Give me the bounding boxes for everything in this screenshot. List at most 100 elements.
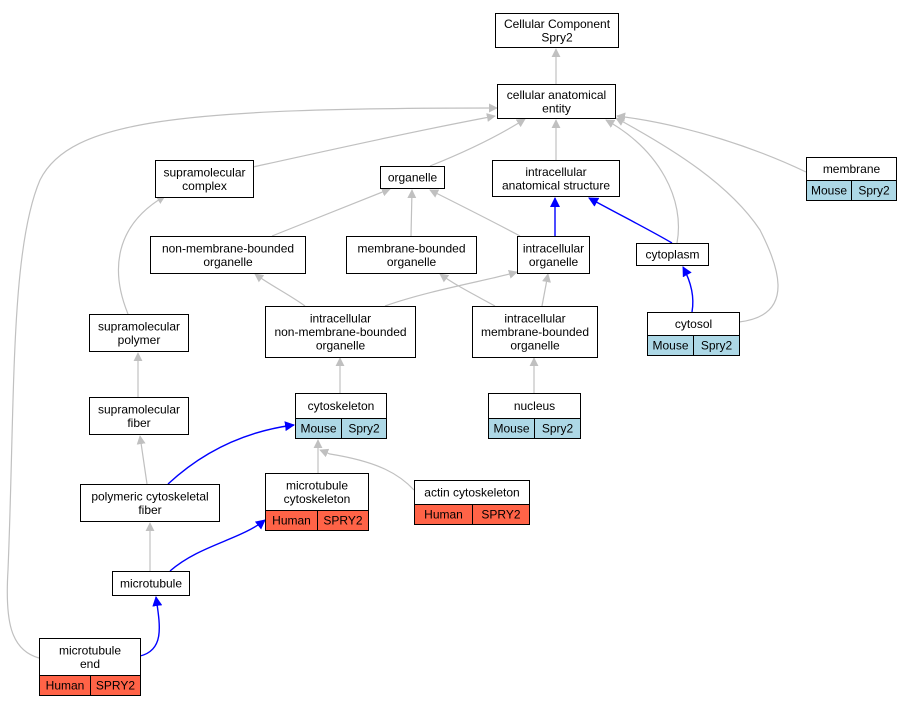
node-label-line: organelle <box>510 339 560 353</box>
gene-label: Spry2 <box>701 339 733 353</box>
species-label: Human <box>46 679 85 693</box>
gene-label: Spry2 <box>858 184 890 198</box>
edge-polymeric-cytoskeletal-fiber-to-cytoskeleton <box>167 421 295 485</box>
node-box <box>89 314 189 352</box>
node-label-line: entity <box>542 101 571 115</box>
node-label-line: cytoskeleton <box>284 492 351 506</box>
node-label-line: non-membrane-bounded <box>274 325 406 339</box>
node-label-line: membrane <box>823 162 881 176</box>
node-label-line: intracellular <box>525 165 586 179</box>
gene-cell <box>341 418 387 439</box>
node-label-line: organelle <box>388 171 438 185</box>
edge-organelle-to-cellular-anatomical-entity <box>429 118 526 167</box>
edge-cytoplasm-to-intracellular-anatomical-structure <box>588 197 673 244</box>
node-label-line: organelle <box>316 339 366 353</box>
gene-cell <box>90 675 141 696</box>
node-label-line: microtubule <box>59 643 121 657</box>
edge-actin-cytoskeleton-to-cytoskeleton <box>319 448 415 491</box>
node-organelle[interactable]: organelle <box>380 166 445 189</box>
node-box <box>517 236 590 274</box>
species-label: Mouse <box>300 422 336 436</box>
gene-cell <box>472 504 530 525</box>
node-intracellular-non-membrane-bounded-organelle[interactable]: intracellularnon-membrane-boundedorganel… <box>265 306 416 358</box>
node-label-line: cytoplasm <box>645 248 699 262</box>
node-label-line: supramolecular <box>98 319 180 333</box>
node-label-line: membrane-bounded <box>481 325 589 339</box>
edge-microtubule-end-to-microtubule <box>139 596 163 657</box>
node-label-line: Cellular Component <box>504 17 611 31</box>
species-label: Mouse <box>811 184 847 198</box>
gene-label: SPRY2 <box>481 508 520 522</box>
node-label-line: complex <box>182 179 227 193</box>
node-box <box>495 13 619 48</box>
node-label-line: intracellular <box>310 312 371 326</box>
node-label-line: Spry2 <box>541 30 573 44</box>
node-label-line: supramolecular <box>163 165 245 179</box>
gene-label: Spry2 <box>348 422 380 436</box>
edge-microtubule-to-microtubule-cytoskeleton <box>169 519 266 572</box>
node-box <box>155 160 254 198</box>
node-box <box>472 306 598 358</box>
edge-non-membrane-bounded-organelle-to-organelle <box>271 187 391 237</box>
edges-layer <box>6 48 807 659</box>
node-label-line: organelle <box>387 255 437 269</box>
edge-supramolecular-complex-to-cellular-anatomical-entity <box>252 113 496 168</box>
edge-intracellular-non-membrane-bounded-organelle-to-non-membrane-bounded-organelle <box>254 273 306 307</box>
edge-membrane-bounded-organelle-to-organelle <box>407 189 417 237</box>
edge-supramolecular-polymer-to-supramolecular-complex <box>117 195 166 315</box>
node-label-line: non-membrane-bounded <box>162 241 294 255</box>
node-label-line: microtubule <box>286 478 348 492</box>
edge-intracellular-membrane-bounded-organelle-to-intracellular-organelle <box>541 273 551 307</box>
gene-label: Spry2 <box>542 422 574 436</box>
node-label-line: organelle <box>203 255 253 269</box>
node-box <box>497 84 616 119</box>
node-microtubule[interactable]: microtubule <box>112 571 190 596</box>
node-label-line: fiber <box>138 503 161 517</box>
node-label-line: polymer <box>118 333 161 347</box>
node-label-line: actin cytoskeleton <box>424 486 519 500</box>
node-cytoplasm[interactable]: cytoplasm <box>636 243 709 266</box>
gene-label: SPRY2 <box>96 679 135 693</box>
node-label-line: cellular anatomical <box>507 88 606 102</box>
species-label: Mouse <box>493 422 529 436</box>
node-label-line: anatomical structure <box>502 178 610 192</box>
edge-cytosol-to-cytoplasm <box>682 266 694 313</box>
gene-cell <box>534 418 581 439</box>
node-label-line: organelle <box>529 255 579 269</box>
edge-cytosol-to-cellular-anatomical-entity <box>615 117 779 323</box>
node-box <box>265 306 416 358</box>
species-label: Mouse <box>652 339 688 353</box>
node-box <box>636 243 709 266</box>
edge-intracellular-organelle-to-organelle <box>429 189 521 237</box>
node-box <box>150 236 306 274</box>
node-box <box>346 236 477 274</box>
species-label: Human <box>424 508 463 522</box>
node-label-line: cytosol <box>675 317 712 331</box>
edge-membrane-to-cellular-anatomical-entity <box>616 112 807 173</box>
node-box <box>80 484 220 522</box>
gene-cell <box>317 510 369 531</box>
species-label: Human <box>272 514 311 528</box>
edge-cytoplasm-to-cellular-anatomical-entity <box>605 119 679 244</box>
edge-microtubule-end-to-cellular-anatomical-entity <box>6 103 498 659</box>
